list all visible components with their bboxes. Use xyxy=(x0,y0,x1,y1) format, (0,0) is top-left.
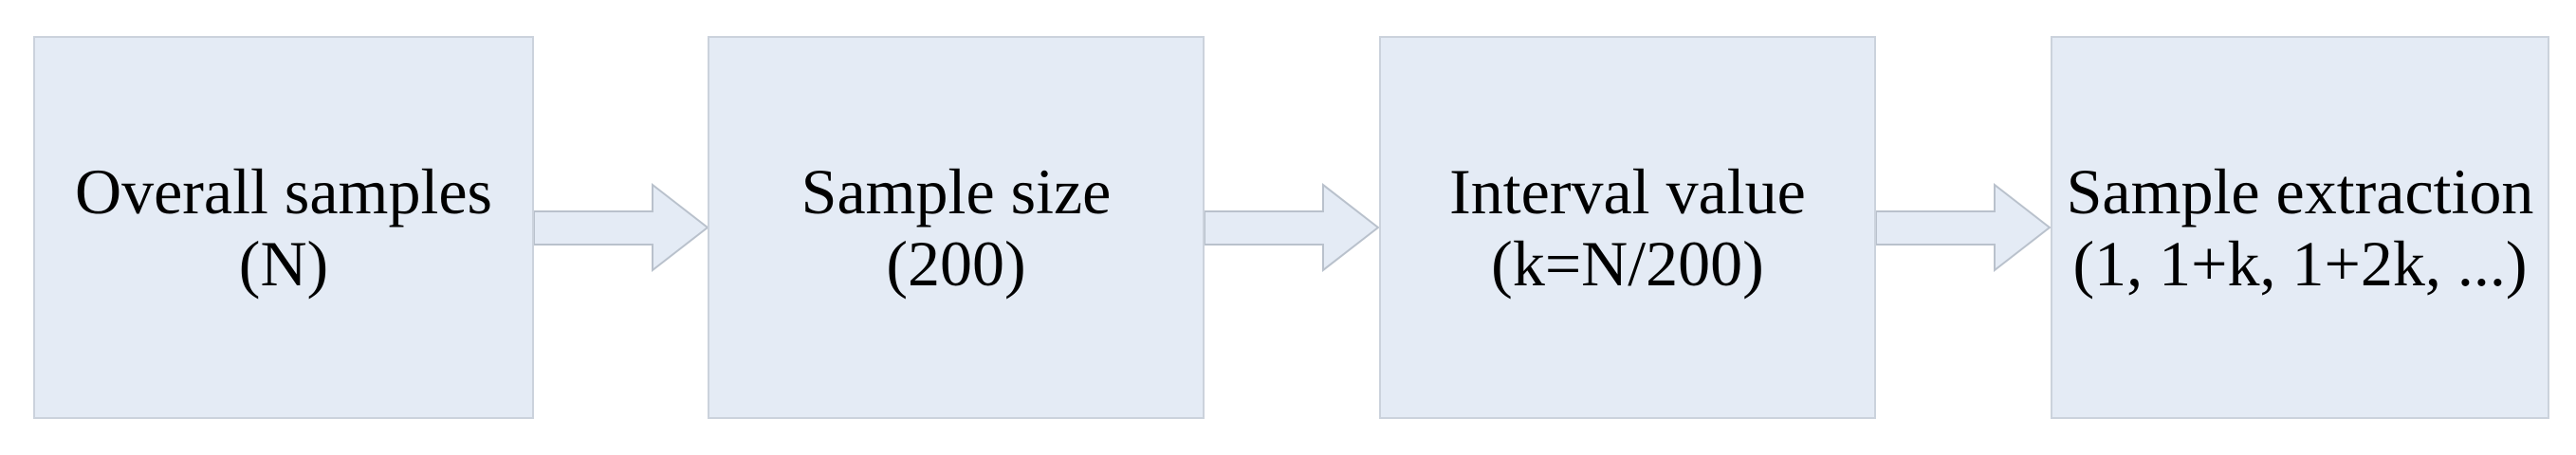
block-arrow-right-icon xyxy=(1876,183,2052,272)
flow-node-label-line2: (k=N/200) xyxy=(1491,228,1764,300)
flow-node-label-line1: Interval value xyxy=(1449,155,1806,228)
flow-node-interval-value[interactable]: Interval value (k=N/200) xyxy=(1379,36,1876,419)
block-arrow-right-icon xyxy=(1205,183,1380,272)
flow-node-label-line1: Sample extraction xyxy=(2066,155,2534,228)
block-arrow-right-icon xyxy=(534,183,709,272)
flow-node-sample-extraction[interactable]: Sample extraction (1, 1+k, 1+2k, ...) xyxy=(2051,36,2549,419)
flow-node-sample-size[interactable]: Sample size (200) xyxy=(708,36,1205,419)
flow-node-label-line1: Overall samples xyxy=(75,155,492,228)
flow-arrow-1 xyxy=(534,183,709,272)
flow-arrow-3 xyxy=(1876,183,2052,272)
flow-node-label-line2: (N) xyxy=(238,228,329,300)
flow-node-label-line2: (200) xyxy=(886,228,1026,300)
flow-arrow-2 xyxy=(1205,183,1380,272)
flow-node-overall-samples[interactable]: Overall samples (N) xyxy=(33,36,534,419)
flow-node-label-line2: (1, 1+k, 1+2k, ...) xyxy=(2072,228,2528,300)
flow-node-label-line1: Sample size xyxy=(800,155,1112,228)
